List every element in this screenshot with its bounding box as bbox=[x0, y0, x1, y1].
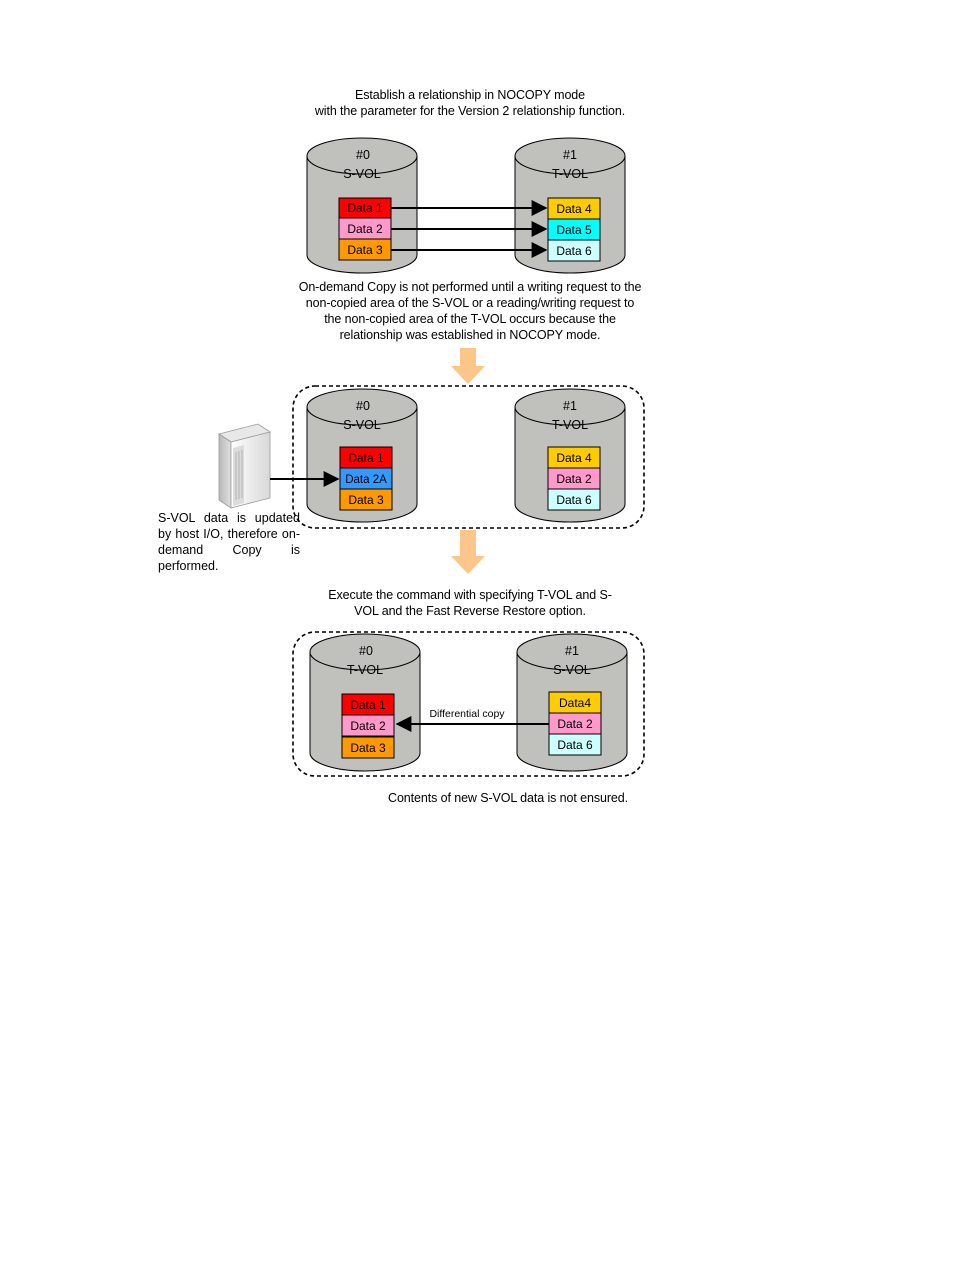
stage2-left-number: #0 bbox=[356, 399, 370, 413]
stage1-right-block-2-label: Data 5 bbox=[556, 223, 592, 237]
stage1-right-number: #1 bbox=[563, 148, 577, 162]
stage3-right-role: S-VOL bbox=[553, 663, 591, 677]
stage1-right-block-1-label: Data 4 bbox=[556, 202, 592, 216]
down-arrow-icon bbox=[451, 348, 485, 384]
stage3-left-block-2-label: Data 2 bbox=[350, 719, 386, 733]
stage1-left-block-3-label: Data 3 bbox=[347, 243, 383, 257]
stage1-left-role: S-VOL bbox=[343, 167, 381, 181]
stage3-left-block-2 bbox=[341, 714, 395, 737]
stage3-left-number: #0 bbox=[359, 644, 373, 658]
on-demand-caption: On-demand Copy is not performed until a … bbox=[240, 279, 700, 343]
stage2-right-block-2-label: Data 2 bbox=[556, 472, 592, 486]
stage1-left-number: #0 bbox=[356, 148, 370, 162]
stage3-right-block-1-label: Data4 bbox=[559, 696, 591, 710]
stage2-group-border bbox=[292, 385, 645, 529]
on-demand-caption-line1: On-demand Copy is not performed until a … bbox=[298, 280, 642, 294]
server-icon bbox=[218, 423, 271, 509]
stage2-left-block-3 bbox=[339, 488, 393, 511]
stage2-right-number: #1 bbox=[563, 399, 577, 413]
stage2-left-block-2-label: Data 2A bbox=[345, 474, 387, 486]
stage1-left-block-1-label: Data 1 bbox=[347, 201, 383, 215]
stage3-left-block-1-label: Data 1 bbox=[350, 698, 386, 712]
stage3-right-block-3-label: Data 6 bbox=[557, 738, 593, 752]
stage2-left-block-1-label: Data 1 bbox=[348, 451, 384, 465]
footer-caption: Contents of new S-VOL data is not ensure… bbox=[388, 791, 628, 805]
stage3-left-role: T-VOL bbox=[347, 663, 383, 677]
on-demand-caption-line3: the non-copied area of the T-VOL occurs … bbox=[324, 312, 616, 326]
stage2-left-block-3-label: Data 3 bbox=[348, 493, 384, 507]
stage3-left-block-3 bbox=[341, 736, 395, 759]
stage3-right-block-3 bbox=[548, 733, 602, 756]
step3-caption-line1: Execute the command with specifying T-VO… bbox=[328, 588, 612, 602]
stage1-right-block-3 bbox=[547, 239, 601, 262]
step3-caption: Execute the command with specifying T-VO… bbox=[250, 587, 690, 619]
down-arrow-icon bbox=[451, 530, 485, 574]
stage3-right-number: #1 bbox=[565, 644, 579, 658]
stage2-right-block-3 bbox=[547, 488, 601, 511]
stage2-right-block-1-label: Data 4 bbox=[556, 451, 592, 465]
stage3-right-block-2-label: Data 2 bbox=[557, 717, 593, 731]
stage1-right-role: T-VOL bbox=[552, 167, 588, 181]
stage1-left-block-2-label: Data 2 bbox=[347, 222, 383, 236]
step3-caption-line2: VOL and the Fast Reverse Restore option. bbox=[354, 604, 586, 618]
step1-caption: Establish a relationship in NOCOPY mode … bbox=[240, 87, 700, 119]
stage2-right-block-3-label: Data 6 bbox=[556, 493, 592, 507]
differential-copy-label: Differential copy bbox=[429, 708, 505, 720]
on-demand-caption-line2: non-copied area of the S-VOL or a readin… bbox=[305, 296, 635, 310]
host-update-caption: S-VOL data is updated by host I/O, there… bbox=[158, 511, 300, 573]
step1-caption-line2: with the parameter for the Version 2 rel… bbox=[314, 104, 626, 118]
stage3-left-block-3-label: Data 3 bbox=[350, 741, 386, 755]
on-demand-caption-line4: relationship was established in NOCOPY m… bbox=[339, 328, 601, 342]
step1-caption-line1: Establish a relationship in NOCOPY mode bbox=[354, 88, 585, 102]
stage2-left-role: S-VOL bbox=[343, 418, 381, 432]
stage1-right-block-3-label: Data 6 bbox=[556, 244, 592, 258]
stage2-right-role: T-VOL bbox=[552, 418, 588, 432]
